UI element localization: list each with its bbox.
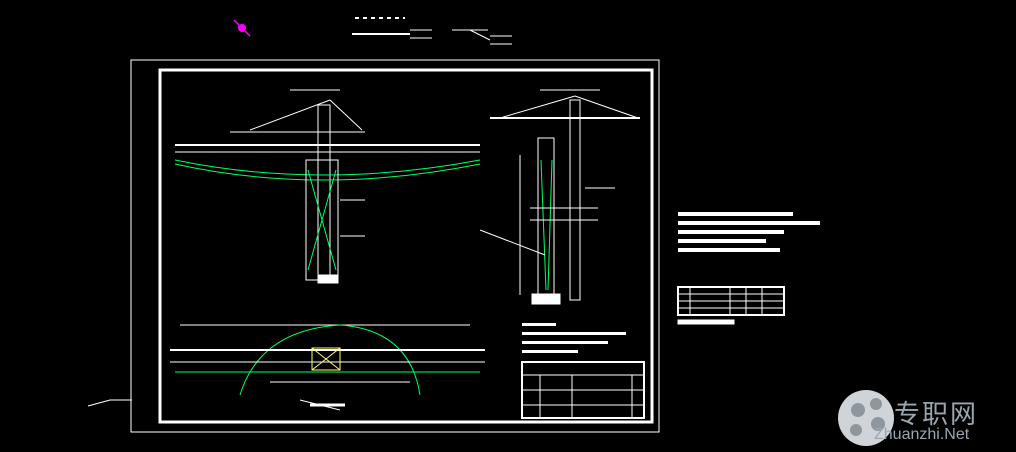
- side-view-right: [479, 89, 640, 305]
- notes-block: [522, 323, 626, 353]
- title-block: [521, 361, 645, 419]
- outer-frame: [130, 59, 660, 433]
- side-notes: [678, 212, 820, 252]
- inner-frame: [158, 68, 654, 424]
- side-table: [677, 286, 785, 325]
- watermark-text-en: Zhuanzhi.Net: [874, 426, 970, 443]
- leader-line-left: [87, 399, 132, 407]
- top-detail-left: [352, 17, 432, 39]
- plan-view: [170, 324, 485, 411]
- watermark-text-cn: 专职网: [894, 400, 979, 430]
- top-detail-right: [452, 29, 512, 45]
- watermark-globe-icon: [838, 390, 894, 446]
- elevation-view-left: [174, 89, 481, 284]
- watermark: 专职网 Zhuanzhi.Net: [838, 388, 1016, 452]
- north-arrow-icon: [233, 19, 251, 37]
